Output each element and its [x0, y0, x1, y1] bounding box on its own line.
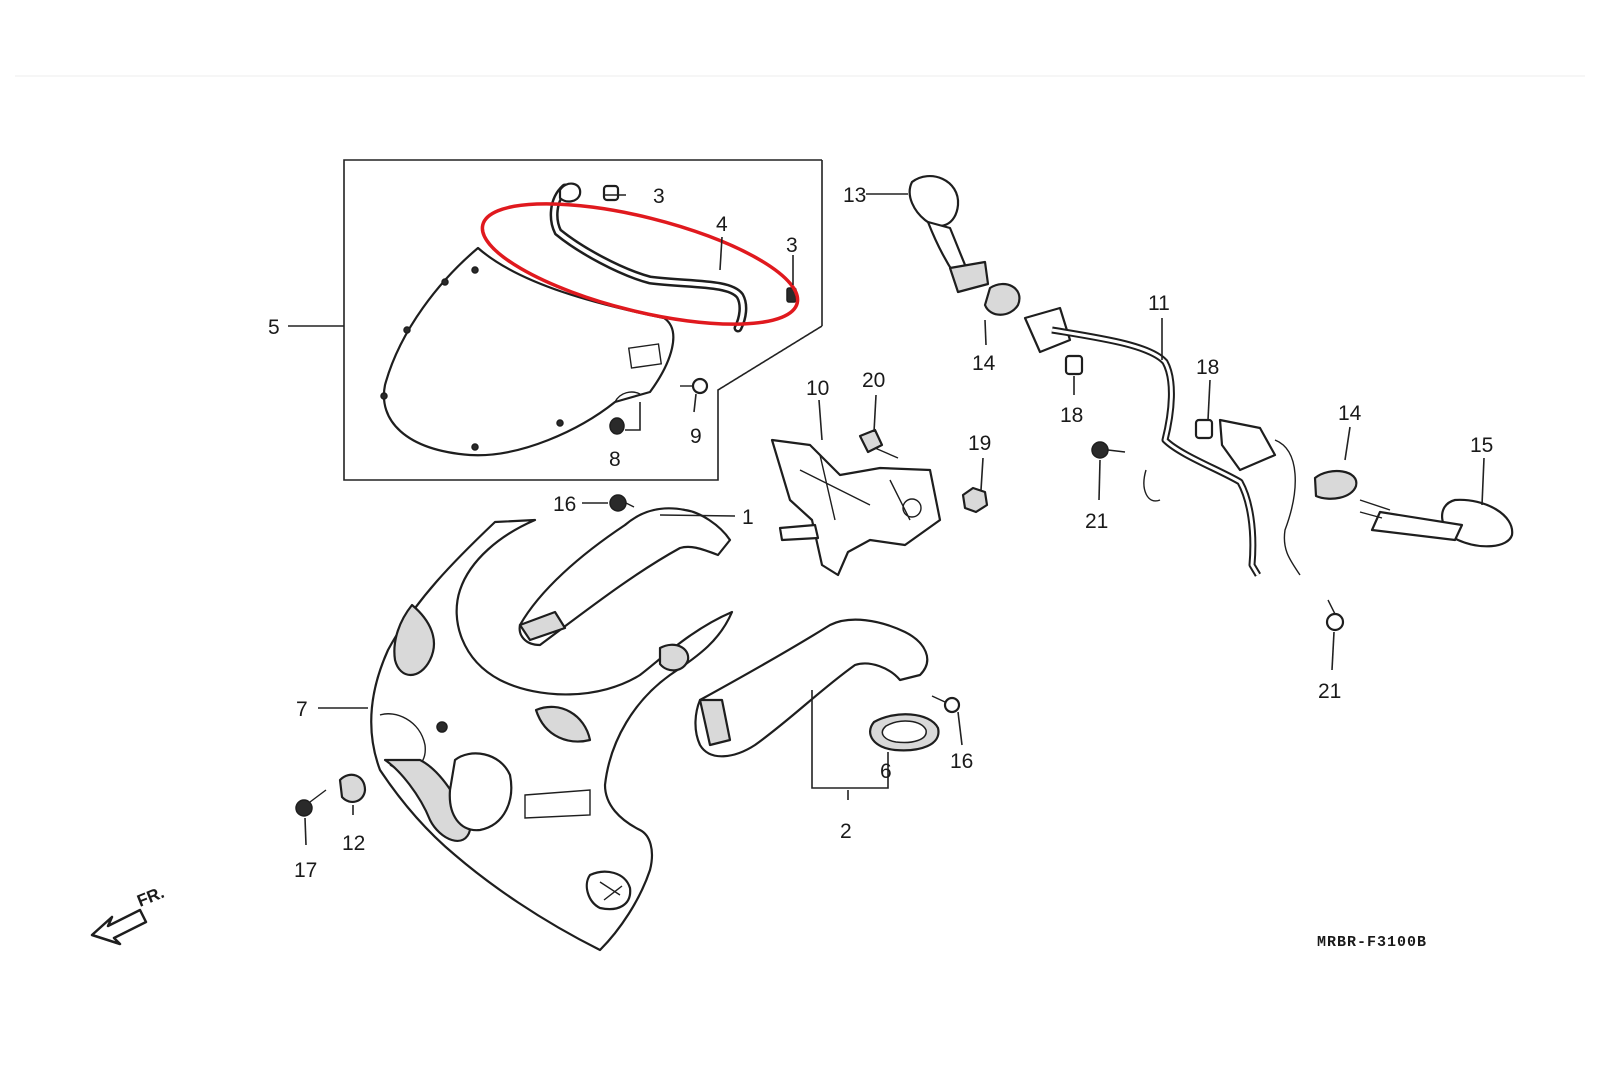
callout-11: 11: [1148, 292, 1170, 315]
callout-7: 7: [296, 698, 308, 721]
callout-4: 4: [716, 213, 728, 236]
windscreen-part[interactable]: [380, 246, 675, 457]
nut-part-18a[interactable]: [1064, 354, 1084, 376]
screw-part-17[interactable]: [295, 789, 327, 817]
callout-17: 17: [294, 859, 317, 882]
callout-9: 9: [690, 425, 702, 448]
damper-part-14a[interactable]: [983, 282, 1021, 316]
damper-part-14b[interactable]: [1313, 470, 1358, 500]
nut-part-18b[interactable]: [1194, 418, 1214, 440]
windscreen-molding-part[interactable]: [549, 182, 748, 333]
callout-12: 12: [342, 832, 365, 855]
bolt-part-20[interactable]: [858, 428, 899, 459]
mirror-part-13[interactable]: [908, 175, 990, 294]
grommet-part-12[interactable]: [338, 773, 367, 803]
callout-14b: 14: [1338, 402, 1362, 425]
callout-18b: 18: [1060, 404, 1083, 427]
callout-3b: 3: [786, 234, 798, 257]
bolt-part-9[interactable]: [680, 377, 709, 395]
front-label: FR.: [134, 883, 167, 911]
callout-3a: 3: [653, 185, 665, 208]
callout-5: 5: [268, 316, 280, 339]
callout-6: 6: [880, 760, 892, 783]
screw-part-8[interactable]: [609, 417, 625, 435]
nut-part-3a[interactable]: [602, 184, 620, 202]
screw-part-16a[interactable]: [609, 494, 635, 512]
bolt-part-21a[interactable]: [1091, 441, 1126, 459]
highlight-ellipse: [480, 202, 800, 326]
leader-lines: [288, 193, 1485, 846]
inner-panel-part-2[interactable]: [694, 618, 929, 758]
callout-20: 20: [862, 369, 885, 392]
front-arrow-icon: [90, 908, 148, 946]
nut-part-19[interactable]: [961, 486, 989, 514]
callout-16b: 16: [950, 750, 973, 773]
callout-10: 10: [806, 377, 829, 400]
front-direction-indicator: FR.: [90, 883, 167, 946]
grommet-part-6[interactable]: [869, 713, 940, 752]
upper-cowl-part-7[interactable]: [370, 518, 734, 952]
callout-2: 2: [840, 820, 852, 843]
stay-part-10[interactable]: [770, 438, 942, 577]
inner-panel-part-1[interactable]: [518, 507, 732, 647]
callout-18a: 18: [1196, 356, 1219, 379]
drawing-code: MRBR-F3100B: [1317, 934, 1427, 951]
callout-19: 19: [968, 432, 991, 455]
windscreen-assembly-box: [343, 159, 823, 481]
callout-labels: 1 2 3 3 4 5 6 7 8 9 10 11 12 13 14 14 15…: [268, 184, 1493, 882]
callout-15: 15: [1470, 434, 1493, 457]
screw-part-16b[interactable]: [931, 695, 961, 714]
callout-8: 8: [609, 448, 621, 471]
callout-21b: 21: [1318, 680, 1341, 703]
callout-14a: 14: [972, 352, 996, 375]
callout-21a: 21: [1085, 510, 1108, 533]
mirror-part-15[interactable]: [1359, 498, 1514, 548]
callout-13: 13: [843, 184, 866, 207]
callout-1: 1: [742, 506, 754, 529]
mirror-stay-part-11[interactable]: [1023, 306, 1301, 577]
callout-16a: 16: [553, 493, 576, 516]
bolt-part-21b[interactable]: [1325, 599, 1345, 632]
